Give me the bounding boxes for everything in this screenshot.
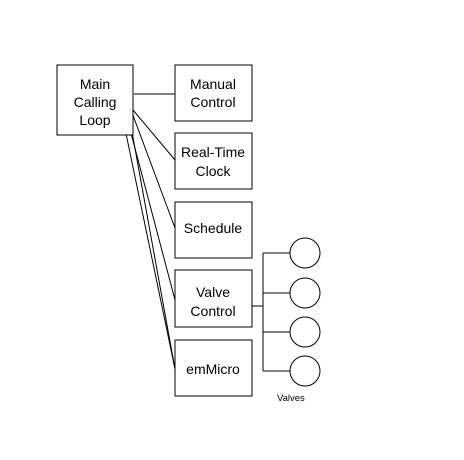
valve-bus bbox=[252, 252, 290, 372]
real-time-clock-label-line2: Clock bbox=[195, 163, 231, 179]
connector-schedule bbox=[130, 109, 176, 229]
main-to-module-connectors bbox=[123, 93, 176, 370]
valve-control-label-line2: Control bbox=[190, 303, 235, 319]
valve-circle-2 bbox=[289, 277, 321, 309]
connector-emmicro-a bbox=[123, 123, 176, 370]
valve-control-box: Valve Control bbox=[174, 269, 253, 328]
manual-control-label-line2: Control bbox=[190, 94, 235, 110]
valve-circle-4 bbox=[289, 355, 321, 387]
schedule-box: Schedule bbox=[174, 201, 253, 259]
main-label-line3: Loop bbox=[79, 112, 110, 128]
connector-emmicro-b bbox=[129, 120, 176, 370]
real-time-clock-box: Real-Time Clock bbox=[174, 132, 253, 190]
emmicro-label: emMicro bbox=[186, 361, 240, 377]
main-label-line1: Main bbox=[80, 76, 110, 92]
valves-group bbox=[289, 237, 321, 387]
manual-control-label-line1: Manual bbox=[190, 76, 236, 92]
valve-circle-3 bbox=[289, 316, 321, 348]
valve-circle-1 bbox=[289, 237, 321, 269]
main-calling-loop-box: Main Calling Loop bbox=[56, 64, 134, 136]
schedule-label: Schedule bbox=[184, 220, 243, 236]
main-label-line2: Calling bbox=[74, 94, 117, 110]
connector-real-time-clock bbox=[127, 103, 176, 161]
emmicro-box: emMicro bbox=[174, 339, 253, 397]
manual-control-box: Manual Control bbox=[174, 64, 253, 122]
real-time-clock-label-line1: Real-Time bbox=[181, 144, 245, 160]
valves-label: Valves bbox=[277, 393, 305, 404]
valve-control-label-line1: Valve bbox=[196, 284, 230, 300]
